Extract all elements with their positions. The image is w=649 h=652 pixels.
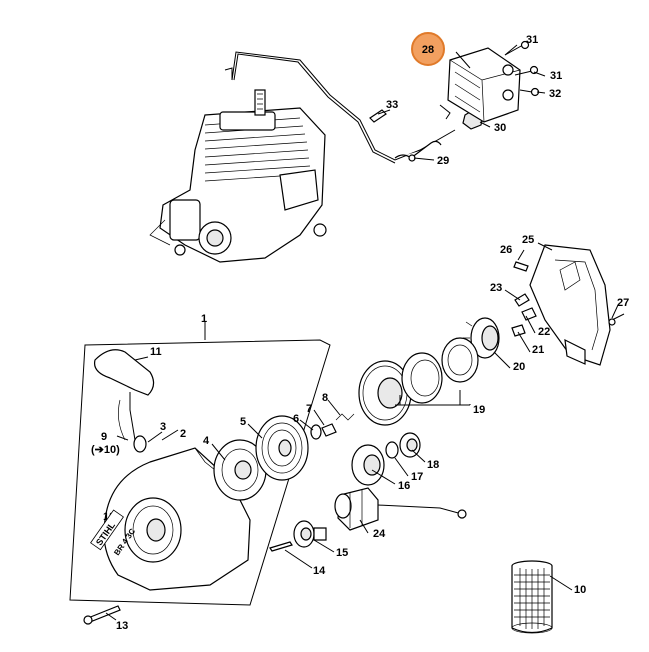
part-31-screw-b bbox=[514, 65, 539, 76]
part-20-ratchet bbox=[463, 317, 500, 359]
part-11-grip bbox=[93, 349, 155, 441]
part-16-gear bbox=[351, 444, 385, 486]
callout-31b[interactable]: 31 bbox=[550, 70, 562, 82]
callout-15[interactable]: 15 bbox=[336, 547, 348, 559]
callout-9-ref[interactable]: (➔10) bbox=[91, 444, 120, 456]
callout-32[interactable]: 32 bbox=[549, 88, 561, 100]
callout-31a[interactable]: 31 bbox=[526, 34, 538, 46]
part-32-screw bbox=[519, 87, 540, 97]
callout-18[interactable]: 18 bbox=[427, 459, 439, 471]
callout-20[interactable]: 20 bbox=[513, 361, 525, 373]
part-8-spring bbox=[335, 413, 355, 421]
part-9-rope bbox=[118, 399, 126, 441]
callout-labels: 28 31 31 32 33 30 29 26 25 27 23 22 21 2… bbox=[91, 34, 629, 632]
callout-7[interactable]: 7 bbox=[306, 403, 312, 415]
part-10-rope-coil bbox=[511, 560, 553, 634]
callout-25[interactable]: 25 bbox=[522, 234, 534, 246]
part-21-washer bbox=[511, 324, 526, 337]
callout-11[interactable]: 11 bbox=[150, 346, 162, 358]
part-29-lead bbox=[394, 140, 442, 162]
part-31-screw-a bbox=[504, 40, 530, 56]
part-25-fan-housing bbox=[529, 244, 611, 366]
part-5-rewind-spring bbox=[255, 415, 309, 481]
part-17-washer bbox=[385, 441, 399, 459]
part-26-pin bbox=[513, 261, 529, 272]
part-28-ignition-module bbox=[439, 47, 521, 123]
callout-26[interactable]: 26 bbox=[500, 244, 512, 256]
part-6-washer bbox=[310, 424, 322, 440]
part-13-screw bbox=[83, 605, 121, 625]
part-18-clutch bbox=[399, 432, 421, 458]
callout-6[interactable]: 6 bbox=[293, 413, 299, 425]
callout-22[interactable]: 22 bbox=[538, 326, 550, 338]
part-19-clutch-drum bbox=[401, 337, 479, 404]
highlight-ring-28 bbox=[411, 32, 445, 66]
callout-9[interactable]: 9 bbox=[101, 431, 107, 443]
callout-27[interactable]: 27 bbox=[617, 297, 629, 309]
part-7-pawl bbox=[321, 423, 337, 437]
callout-14[interactable]: 14 bbox=[313, 565, 326, 577]
part-3-bushing bbox=[133, 435, 147, 453]
part-14-shaft bbox=[269, 541, 293, 552]
part-27-screw bbox=[608, 313, 625, 326]
callout-23[interactable]: 23 bbox=[490, 282, 502, 294]
callout-8[interactable]: 8 bbox=[322, 392, 328, 404]
callout-29[interactable]: 29 bbox=[437, 155, 449, 167]
leader-lines bbox=[105, 44, 619, 621]
callout-10[interactable]: 10 bbox=[574, 584, 586, 596]
callout-5[interactable]: 5 bbox=[240, 416, 246, 428]
callout-3[interactable]: 3 bbox=[160, 421, 166, 433]
part-22-pawl bbox=[521, 307, 537, 321]
callout-19[interactable]: 19 bbox=[473, 404, 485, 416]
engine-block bbox=[149, 89, 327, 263]
callout-4[interactable]: 4 bbox=[203, 435, 210, 447]
callout-16[interactable]: 16 bbox=[398, 480, 410, 492]
callout-17[interactable]: 17 bbox=[411, 471, 423, 483]
callout-24[interactable]: 24 bbox=[373, 528, 386, 540]
callout-33[interactable]: 33 bbox=[386, 99, 398, 111]
callout-30[interactable]: 30 bbox=[494, 122, 506, 134]
callout-2[interactable]: 2 bbox=[180, 428, 186, 440]
part-23-spring bbox=[514, 293, 530, 307]
callout-21[interactable]: 21 bbox=[532, 344, 544, 356]
callout-13[interactable]: 13 bbox=[116, 620, 128, 632]
part-15-pinion bbox=[293, 520, 327, 548]
part-4-rope-rotor bbox=[213, 439, 267, 501]
callout-1[interactable]: 1 bbox=[201, 313, 207, 325]
callout-28[interactable]: 28 bbox=[422, 44, 434, 56]
part-19-ring-gear bbox=[358, 360, 412, 426]
part-24-starter-motor bbox=[334, 487, 467, 531]
